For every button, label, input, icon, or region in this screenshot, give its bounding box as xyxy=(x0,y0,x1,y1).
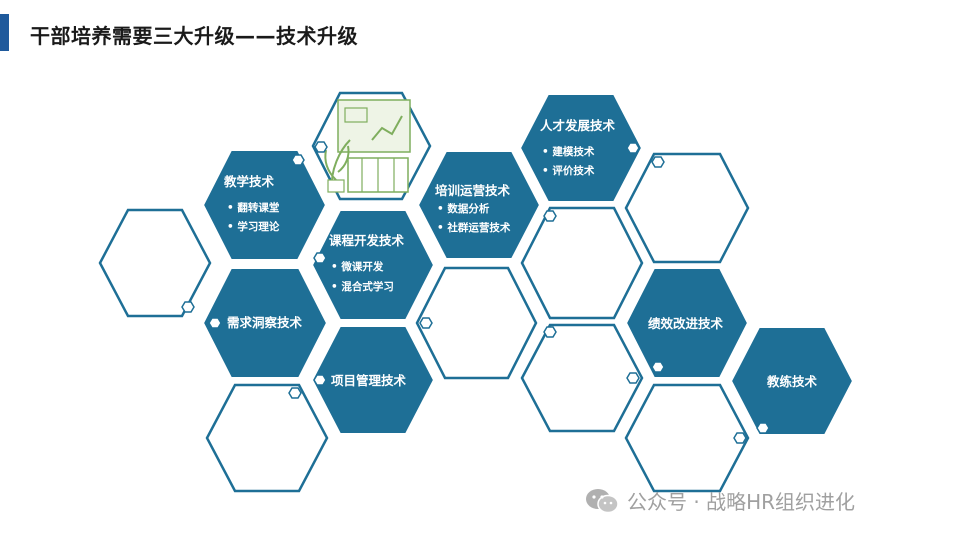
hex-title-needs-insight: 需求洞察技术 xyxy=(227,315,303,330)
empty-hex xyxy=(98,208,212,318)
hex-bullet: • 评价技术 xyxy=(542,164,595,177)
empty-hex xyxy=(624,383,750,493)
connector-dots xyxy=(181,141,770,444)
hex-project-mgmt-tech xyxy=(310,325,436,435)
hex-needs-insight-tech xyxy=(201,267,329,379)
page-title: 干部培养需要三大升级——技术升级 xyxy=(30,24,358,48)
hex-title-performance: 绩效改进技术 xyxy=(648,316,724,331)
hex-teaching-tech xyxy=(201,149,328,261)
watermark-text: 公众号 · 战略HR组织进化 xyxy=(627,490,856,514)
empty-hex xyxy=(520,206,644,320)
hex-title-coaching: 教练技术 xyxy=(766,374,818,389)
hex-title-course-dev: 课程开发技术 xyxy=(329,233,405,248)
hex-talent-dev-tech xyxy=(518,93,644,203)
wechat-icon xyxy=(586,488,619,513)
watermark: 公众号 · 战略HR组织进化 xyxy=(585,486,855,515)
hex-course-dev-tech xyxy=(310,209,436,321)
empty-hexagons xyxy=(98,152,750,493)
illustration-hexagon xyxy=(311,91,432,201)
hex-bullet: • 社群运营技术 xyxy=(437,221,511,234)
hex-title-talent-dev: 人才发展技术 xyxy=(540,118,616,133)
hex-training-ops-tech xyxy=(416,150,542,260)
hex-performance-tech xyxy=(624,267,750,379)
hex-bullet: • 翻转课堂 xyxy=(227,201,280,214)
empty-hex xyxy=(520,323,644,433)
hex-title-teaching: 教学技术 xyxy=(223,174,275,189)
hex-title-training-ops: 培训运营技术 xyxy=(435,183,511,198)
hex-bullet: • 数据分析 xyxy=(437,202,490,215)
empty-hex xyxy=(624,152,750,264)
hex-bullet: • 混合式学习 xyxy=(331,280,394,293)
title-accent-bar xyxy=(0,14,9,51)
empty-hex xyxy=(205,383,329,493)
hex-bullet: • 建模技术 xyxy=(542,145,595,158)
hex-coaching-tech xyxy=(729,326,855,436)
hex-title-project-mgmt: 项目管理技术 xyxy=(331,373,407,388)
empty-hex xyxy=(415,266,538,380)
hex-bullet: • 微课开发 xyxy=(331,260,384,273)
hex-bullet: • 学习理论 xyxy=(227,220,280,233)
